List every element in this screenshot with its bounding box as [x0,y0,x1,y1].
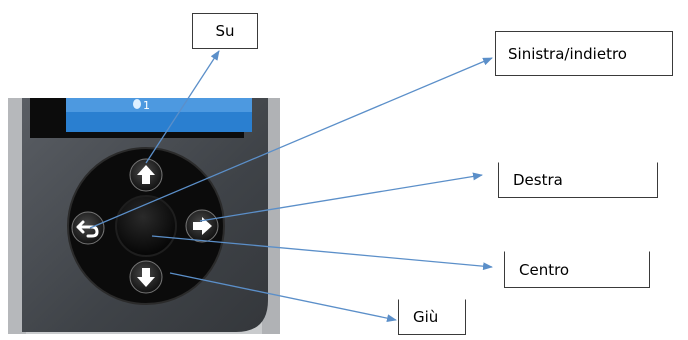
screen-highlight [66,98,252,112]
right-button[interactable] [185,209,219,243]
label-center: Centro [504,251,650,288]
leader-line-center [151,235,493,271]
device-photo: 1 [8,98,280,334]
label-down: Giù [398,299,466,335]
leader-line-down [169,272,397,323]
arrow-up-icon [137,165,155,184]
leader-line-left-back [89,57,493,229]
arrow-right-icon [193,217,212,235]
arrow-down-icon [137,268,155,287]
leader-line-right [199,172,483,222]
leader-line-up [145,50,220,164]
back-arrow-icon [76,220,99,238]
device-left-edge [8,98,26,334]
label-right: Destra [498,162,658,198]
leader-lines [89,50,493,323]
label-left-back: Sinistra/indietro [495,31,673,76]
back-button[interactable] [71,211,105,245]
screen-drop-icon [133,99,141,109]
screen-indicator: 1 [143,99,150,112]
label-up: Su [192,13,258,49]
down-button[interactable] [129,260,163,294]
up-button[interactable] [129,158,163,192]
